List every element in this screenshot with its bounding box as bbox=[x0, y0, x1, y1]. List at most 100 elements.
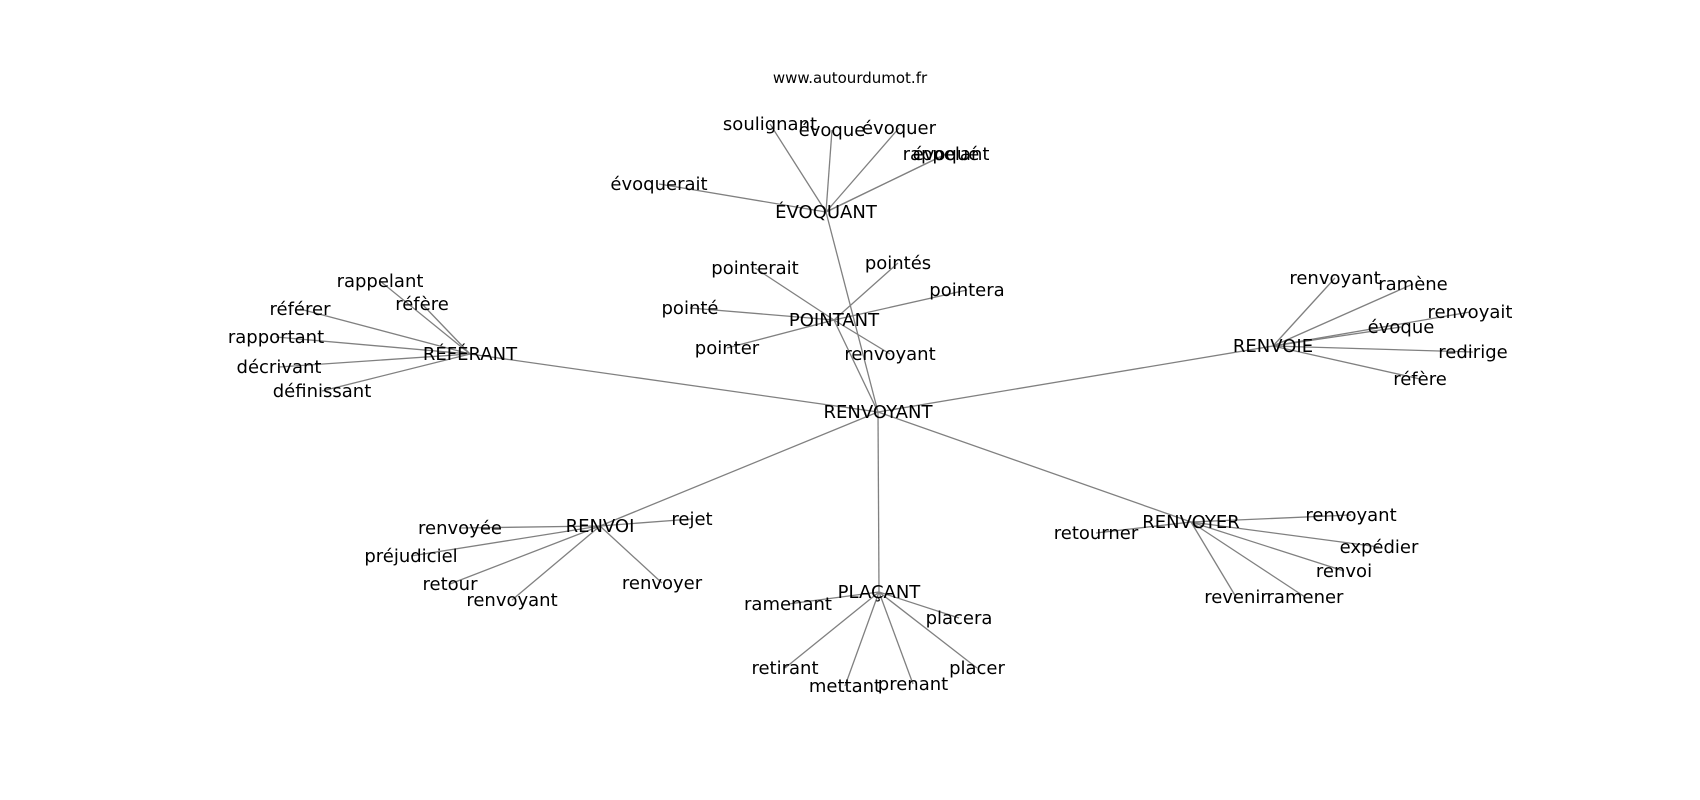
edge-renvoie-redirige bbox=[1272, 345, 1474, 353]
leaf-node-referant-refere[interactable]: réfère bbox=[395, 294, 449, 315]
edge-renvoi-renvoyant bbox=[511, 525, 601, 601]
edge-evoquant-evoquerait bbox=[658, 183, 827, 213]
edge-referant-rappelant bbox=[379, 280, 471, 355]
edge-center-placant bbox=[877, 411, 880, 593]
edge-pointant-renvoyant bbox=[833, 319, 891, 355]
edge-referant-decrivant bbox=[278, 353, 471, 368]
leaf-node-referant-definissant[interactable]: définissant bbox=[273, 381, 372, 402]
leaf-node-evoquant-evoquer[interactable]: évoquer bbox=[862, 118, 937, 139]
hub-node-renvoyer[interactable]: RENVOYER bbox=[1142, 512, 1239, 533]
hub-node-renvoie[interactable]: RENVOIE bbox=[1233, 336, 1313, 357]
leaf-node-renvoyer-renvoi[interactable]: renvoi bbox=[1316, 561, 1372, 582]
edge-renvoi-prejudiciel bbox=[410, 525, 601, 557]
edge-renvoyer-expedier bbox=[1190, 521, 1380, 548]
edge-renvoie-refere bbox=[1272, 345, 1421, 380]
leaf-node-renvoi-renvoyant[interactable]: renvoyant bbox=[466, 590, 557, 611]
leaf-node-renvoyer-expedier[interactable]: expédier bbox=[1340, 537, 1419, 558]
leaf-node-renvoyer-retourner[interactable]: retourner bbox=[1054, 523, 1139, 544]
leaf-node-renvoi-renvoyee[interactable]: renvoyée bbox=[418, 518, 502, 539]
leaf-node-renvoie-renvoyait[interactable]: renvoyait bbox=[1428, 302, 1513, 323]
edge-evoquant-rappelant bbox=[825, 153, 947, 213]
edge-placant-retirant bbox=[784, 591, 880, 669]
edge-pointant-pointerait bbox=[754, 267, 835, 321]
edge-placant-ramenant bbox=[787, 591, 880, 605]
edge-placant-placera bbox=[878, 591, 960, 619]
leaf-node-evoquant-evoque[interactable]: évoqué bbox=[913, 144, 980, 165]
edge-pointant-pointe bbox=[689, 307, 835, 321]
leaf-node-renvoie-renvoyant[interactable]: renvoyant bbox=[1289, 268, 1380, 289]
graph-edges bbox=[275, 123, 1474, 687]
leaf-node-renvoi-rejet[interactable]: rejet bbox=[671, 509, 712, 530]
leaf-node-pointant-pointera[interactable]: pointera bbox=[929, 280, 1004, 301]
edge-placant-mettant bbox=[844, 591, 880, 687]
leaf-node-renvoyer-ramener[interactable]: ramener bbox=[1267, 587, 1345, 608]
graph-labels: RENVOYANTÉVOQUANTévoqueraitsoulignantévo… bbox=[228, 114, 1513, 697]
edge-center-pointant bbox=[833, 319, 879, 413]
leaf-node-evoquant-rappelant[interactable]: rappelant bbox=[903, 144, 990, 165]
edge-referant-referer bbox=[299, 308, 471, 355]
edge-renvoyer-ramener bbox=[1190, 521, 1306, 598]
edge-center-renvoi bbox=[599, 411, 879, 527]
leaf-node-evoquant-evoquerait[interactable]: évoquerait bbox=[610, 174, 707, 195]
edge-renvoi-rejet bbox=[599, 518, 693, 527]
leaf-node-renvoyer-renvoyant[interactable]: renvoyant bbox=[1305, 505, 1396, 526]
leaf-node-renvoi-retour[interactable]: retour bbox=[423, 574, 479, 595]
leaf-node-referant-decrivant[interactable]: décrivant bbox=[237, 357, 322, 378]
hub-node-evoquant[interactable]: ÉVOQUANT bbox=[775, 201, 878, 223]
leaf-node-evoquant-evoque[interactable]: évoque bbox=[799, 120, 866, 141]
hub-node-pointant[interactable]: POINTANT bbox=[789, 310, 880, 331]
hub-node-placant[interactable]: PLAÇANT bbox=[838, 582, 922, 603]
edge-renvoie-ramene bbox=[1272, 283, 1414, 347]
edge-pointant-pointera bbox=[833, 289, 968, 321]
hub-node-renvoi[interactable]: RENVOI bbox=[566, 516, 635, 537]
leaf-node-referant-rappelant[interactable]: rappelant bbox=[337, 271, 424, 292]
leaf-node-evoquant-soulignant[interactable]: soulignant bbox=[723, 114, 817, 135]
edge-center-renvoyer bbox=[877, 411, 1192, 523]
leaf-node-placant-placer[interactable]: placer bbox=[949, 658, 1005, 679]
edge-renvoyer-renvoyant bbox=[1190, 514, 1352, 523]
leaf-node-pointant-pointer[interactable]: pointer bbox=[695, 338, 760, 359]
leaf-node-pointant-renvoyant[interactable]: renvoyant bbox=[844, 344, 935, 365]
leaf-node-placant-prenant[interactable]: prenant bbox=[878, 674, 948, 695]
edge-renvoie-renvoyait bbox=[1272, 311, 1471, 347]
edge-referant-refere bbox=[421, 303, 471, 355]
leaf-node-renvoyer-revenir[interactable]: revenir bbox=[1204, 587, 1268, 608]
edge-renvoyer-retourner bbox=[1095, 521, 1192, 534]
hub-node-referant[interactable]: RÉFÉRANT bbox=[423, 343, 518, 365]
edge-placant-prenant bbox=[878, 591, 914, 685]
edge-center-referant bbox=[469, 353, 879, 413]
leaf-node-referant-rapportant[interactable]: rapportant bbox=[228, 327, 324, 348]
edge-renvoi-retour bbox=[449, 525, 601, 585]
edge-pointant-pointer bbox=[726, 319, 835, 349]
edge-renvoi-renvoyee bbox=[459, 525, 601, 529]
leaf-node-placant-retirant[interactable]: retirant bbox=[751, 658, 818, 679]
site-url-watermark: www.autourdumot.fr bbox=[773, 69, 928, 87]
edge-evoquant-evoque bbox=[825, 129, 833, 213]
edge-referant-definissant bbox=[321, 353, 471, 392]
leaf-node-placant-mettant[interactable]: mettant bbox=[809, 676, 881, 697]
leaf-node-placant-placera[interactable]: placera bbox=[926, 608, 993, 629]
edge-renvoyer-renvoi bbox=[1190, 521, 1345, 572]
center-node-label[interactable]: RENVOYANT bbox=[824, 402, 934, 423]
edge-evoquant-soulignant bbox=[769, 123, 827, 213]
edge-renvoi-renvoyer bbox=[599, 525, 663, 584]
edge-renvoyer-revenir bbox=[1190, 521, 1237, 598]
leaf-node-pointant-pointerait[interactable]: pointerait bbox=[711, 258, 798, 279]
leaf-node-pointant-pointe[interactable]: pointé bbox=[662, 298, 719, 319]
edge-renvoie-renvoyant bbox=[1272, 277, 1336, 347]
leaf-node-referant-referer[interactable]: référer bbox=[270, 299, 332, 320]
leaf-node-renvoie-redirige[interactable]: redirige bbox=[1438, 342, 1507, 363]
leaf-node-renvoie-evoque[interactable]: évoque bbox=[1368, 317, 1435, 338]
leaf-node-renvoie-refere[interactable]: réfère bbox=[1393, 369, 1447, 390]
leaf-node-renvoie-ramene[interactable]: ramène bbox=[1378, 274, 1448, 295]
leaf-node-renvoi-renvoyer[interactable]: renvoyer bbox=[622, 573, 703, 594]
leaf-node-renvoi-prejudiciel[interactable]: préjudiciel bbox=[364, 546, 457, 567]
leaf-node-placant-ramenant[interactable]: ramenant bbox=[744, 594, 832, 615]
edge-center-evoquant bbox=[825, 211, 879, 413]
leaf-node-pointant-pointes[interactable]: pointés bbox=[865, 253, 931, 274]
edge-evoquant-evoquer bbox=[825, 127, 900, 213]
edge-placant-placer bbox=[878, 591, 978, 669]
edge-renvoie-evoque bbox=[1272, 326, 1402, 347]
edge-center-renvoie bbox=[877, 345, 1274, 413]
